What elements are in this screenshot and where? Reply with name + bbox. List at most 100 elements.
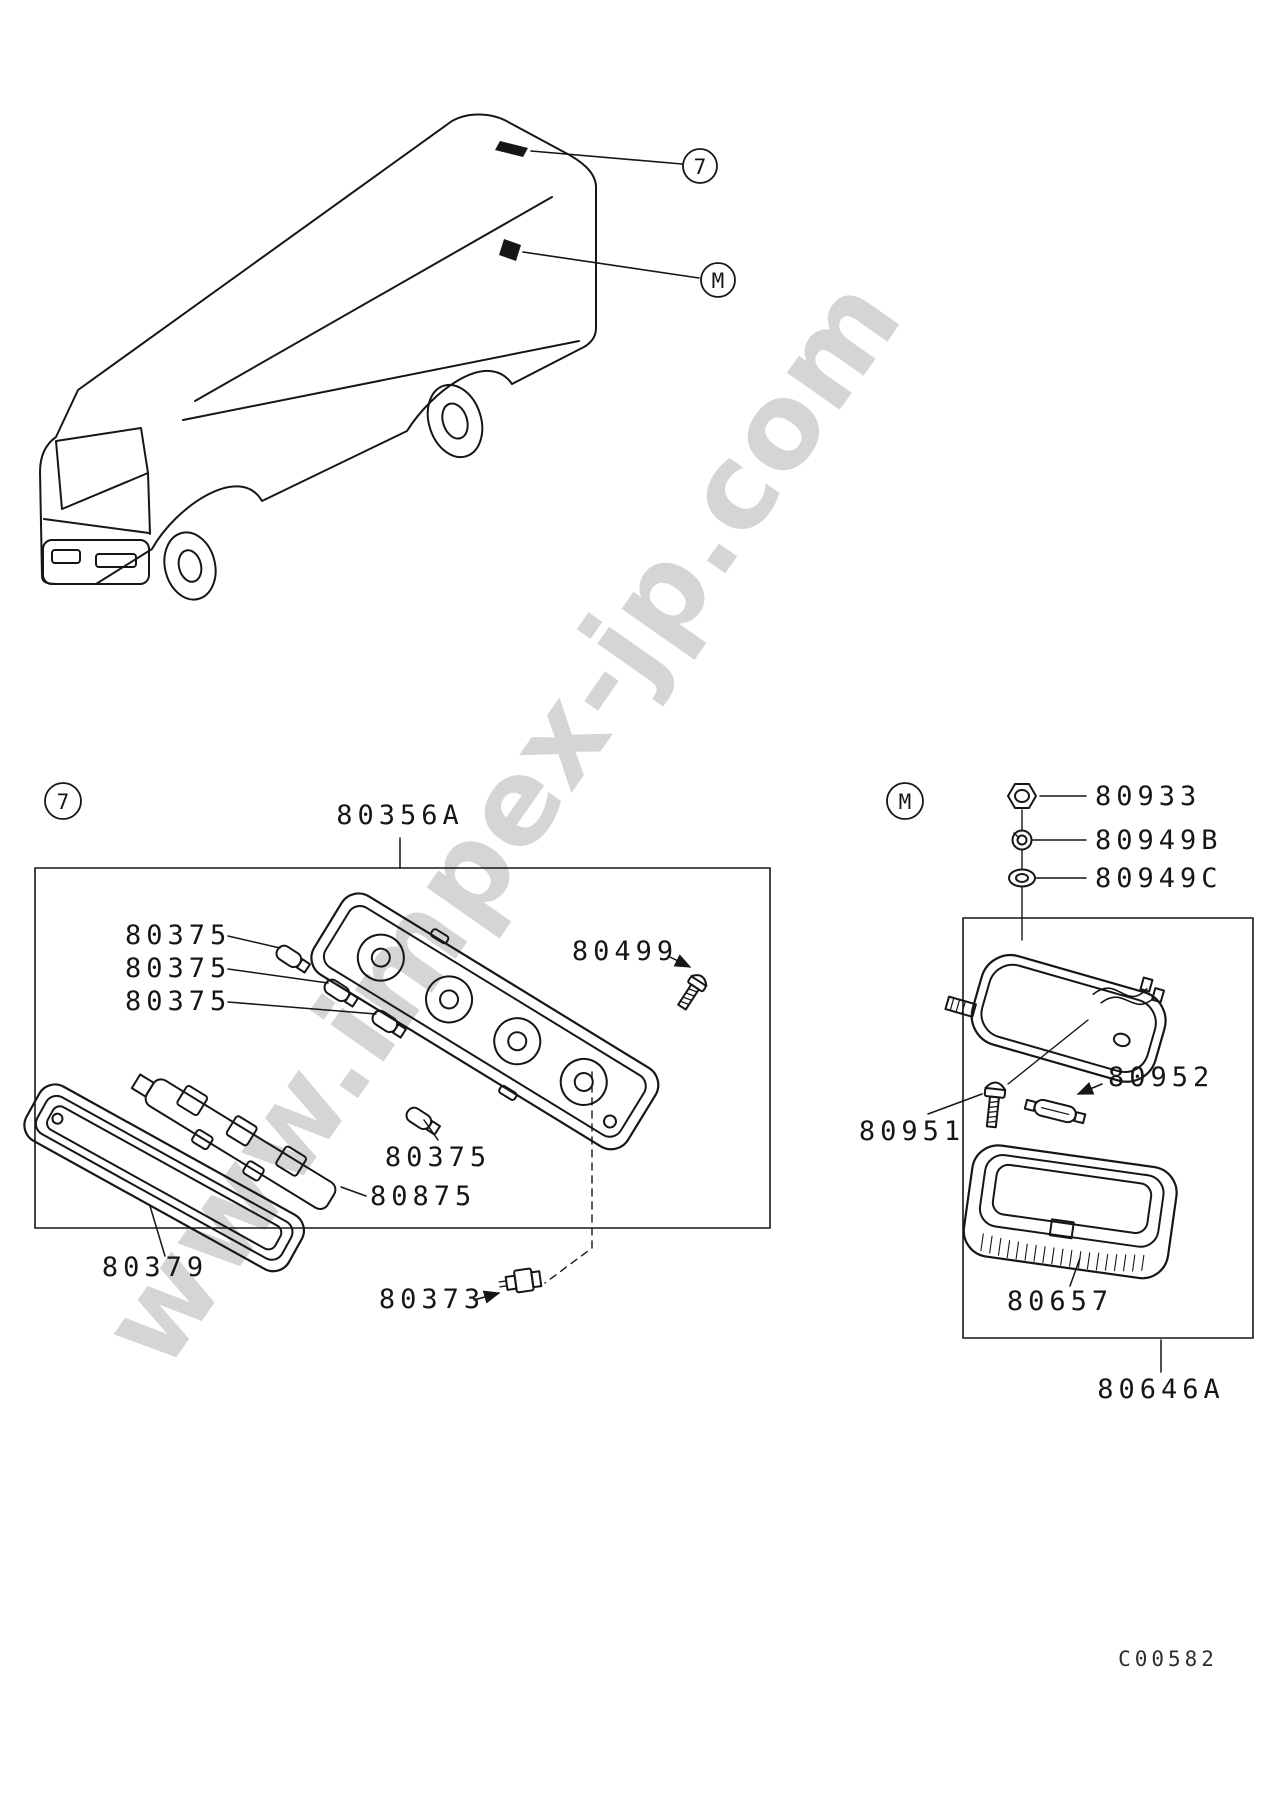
- panel-m-callout-circle: [886, 782, 924, 820]
- screw-shank: [985, 1095, 1000, 1129]
- housing-clip-top: [430, 928, 450, 945]
- panel-7-callout-label: 7: [57, 790, 70, 814]
- lock-washer-split: [1013, 832, 1020, 839]
- bucket-part-number: 80657: [1007, 1286, 1113, 1317]
- housing-socket-1-hole: [370, 947, 391, 968]
- holder-cup-3: [275, 1145, 308, 1177]
- nut-hole: [1014, 789, 1030, 803]
- holder-cup-1: [176, 1084, 209, 1117]
- holder-cup-2: [225, 1115, 258, 1147]
- bulb-cap-left: [1023, 1098, 1037, 1112]
- housing-socket-3: [493, 1017, 542, 1066]
- bulb-base: [391, 1023, 407, 1039]
- screw-head-dome: [690, 974, 708, 987]
- screw-part-number: 80499: [572, 936, 678, 967]
- lens-outer-frame: [23, 1083, 306, 1273]
- bulb-80375-4: [405, 1106, 441, 1136]
- panel-7-box: [34, 867, 771, 1229]
- van-callout-7-circle: [682, 148, 718, 184]
- bulb-80375-1: [275, 944, 311, 974]
- van-front-wheel-hub: [177, 549, 203, 583]
- flat-washer-80949c: [1008, 868, 1036, 888]
- bulb-part-number-2: 80375: [125, 953, 231, 984]
- connector-pins: [498, 1280, 508, 1288]
- bucket-floor: [991, 1163, 1153, 1234]
- lens-frame-80379: [23, 1083, 306, 1273]
- lamp-base-housing: [944, 954, 1167, 1083]
- housing-socket-2-hole: [439, 989, 460, 1010]
- lens-part-number: 80379: [102, 1252, 208, 1283]
- wire-terminal-1: [1139, 976, 1154, 993]
- holder-connector-tab: [130, 1073, 155, 1098]
- bucket-rim: [978, 1154, 1165, 1248]
- flat-washer-hole: [1015, 873, 1029, 883]
- screw-80951: [983, 1081, 1007, 1129]
- van-bumper-grille-right: [95, 553, 137, 568]
- screw-80499-arrow: [667, 954, 692, 968]
- lens-tab: [51, 1112, 64, 1125]
- holder-part-number: 80875: [370, 1181, 476, 1212]
- van-bumper: [42, 539, 150, 585]
- flat-washer-part-number: 80949C: [1095, 863, 1223, 894]
- van-rear-wheel-hub: [441, 402, 469, 440]
- bulb-base: [425, 1120, 441, 1136]
- festoon-bulb-80952: [1023, 1098, 1087, 1125]
- base-hole: [1112, 1032, 1131, 1048]
- base-mounting-stud: [944, 995, 977, 1018]
- nut-80933: [1007, 783, 1037, 809]
- bulb-base: [295, 958, 311, 974]
- wire-terminal-2: [1151, 987, 1165, 1004]
- watermark-text: www.impex-jp.com: [74, 252, 929, 1390]
- van-rear-wheel: [426, 383, 484, 459]
- housing-screw-hole: [602, 1114, 617, 1129]
- van-callout-m-label: M: [712, 269, 725, 293]
- callout-7-leader: [530, 150, 683, 165]
- lamp-housing-80356a: [310, 892, 660, 1151]
- van-body-outline: [39, 113, 597, 585]
- bulb-80952-arrow: [1076, 1082, 1103, 1095]
- base-inner-rim: [980, 963, 1157, 1073]
- panel-7-callout-circle: [44, 782, 82, 820]
- housing-body-outline: [322, 905, 647, 1138]
- bulb-cap-right: [1073, 1111, 1087, 1125]
- holder-leader: [340, 1186, 367, 1197]
- document-code: C00582: [1118, 1647, 1218, 1671]
- bulb-part-number-1: 80375: [125, 920, 231, 951]
- housing-part-number: 80356A: [336, 800, 464, 831]
- panel-m-box: [962, 917, 1254, 1339]
- panel-m: [886, 782, 1254, 1373]
- screw-80951-mount-line: [1007, 1019, 1089, 1085]
- assembly-part-number: 80646A: [1097, 1374, 1225, 1405]
- bucket-outline: [962, 1144, 1178, 1280]
- bulb-1-leader: [227, 935, 281, 949]
- housing-socket-3-hole: [507, 1031, 528, 1052]
- lock-washer-hole: [1016, 834, 1028, 846]
- van-hood-crease: [43, 518, 150, 534]
- bulb-3-leader: [227, 1001, 377, 1015]
- holder-cup-4: [191, 1128, 214, 1151]
- bulb-4-leader: [423, 1119, 439, 1141]
- bulb-holder-80875: [130, 1073, 337, 1210]
- van-callout-7-label: 7: [694, 155, 707, 179]
- screw-threads: [986, 1100, 1000, 1124]
- housing-socket-4: [559, 1057, 608, 1106]
- lock-washer-80949b: [1011, 829, 1033, 851]
- roof-lamp-mark-m: [499, 239, 521, 261]
- lens-glass: [46, 1105, 283, 1251]
- roof-lamp-mark-7: [495, 141, 528, 157]
- holder-cup-5: [242, 1160, 265, 1182]
- van-bumper-grille-left: [51, 549, 81, 564]
- housing-gasket-outline: [310, 892, 660, 1151]
- connector-dashed-line: [544, 1071, 593, 1284]
- van-beltline: [182, 340, 580, 421]
- van-window-crease-line: [194, 196, 553, 402]
- screw-80951-leader: [927, 1093, 983, 1115]
- bulb-2-leader: [227, 968, 329, 984]
- van-windshield: [55, 427, 149, 510]
- screw-80499: [677, 974, 708, 1011]
- screw-shank: [677, 983, 700, 1011]
- connector-end: [530, 1270, 543, 1289]
- connector-80373: [498, 1267, 543, 1294]
- callout-m-leader: [522, 251, 700, 279]
